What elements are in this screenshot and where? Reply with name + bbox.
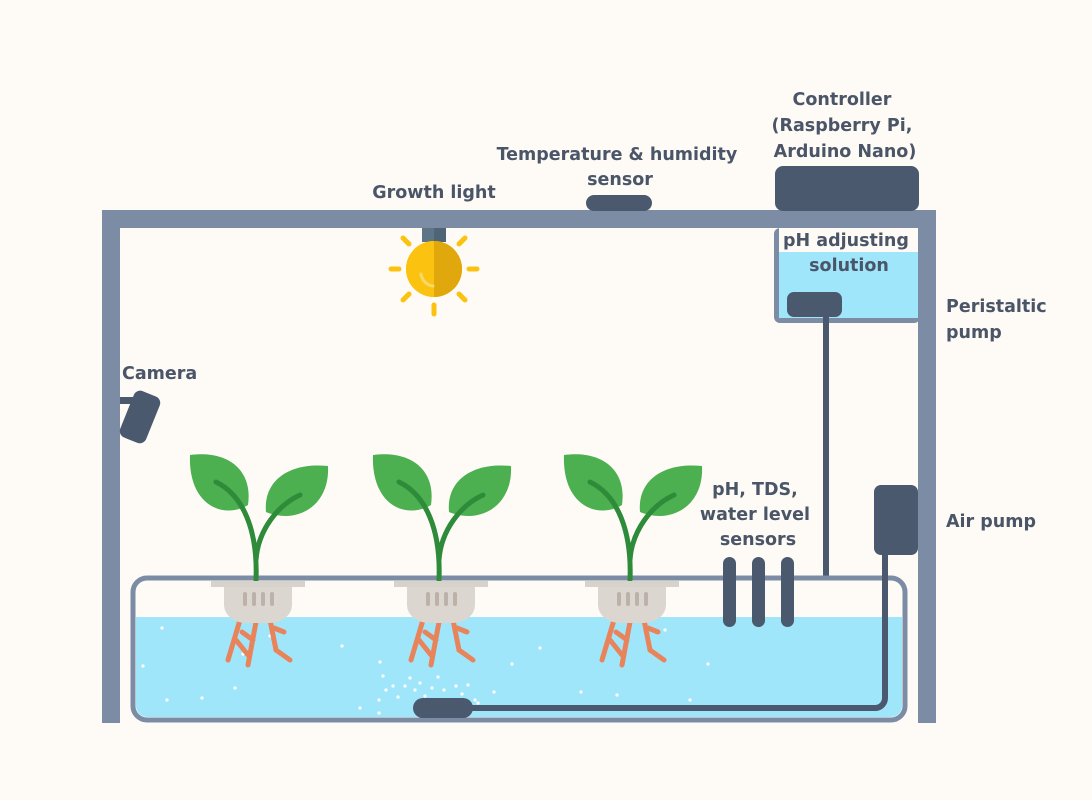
roots (408, 617, 476, 668)
stem (396, 479, 486, 583)
leaf-right (265, 465, 329, 516)
water-reservoir (130, 575, 908, 723)
camera-label: Camera (122, 364, 197, 384)
ph-solution-label: pH adjusting solution (783, 231, 915, 276)
peristaltic-tube (823, 315, 829, 633)
air-stone (413, 698, 473, 718)
plants (189, 454, 703, 668)
nutrient-water (136, 617, 902, 717)
sensor-probe-ph (723, 557, 736, 627)
frame-right (918, 210, 936, 723)
air-bubbles (141, 626, 710, 715)
plant-2 (372, 454, 512, 668)
leaf-right (639, 465, 703, 516)
net-pot (394, 581, 488, 623)
sensor-probe-water-level (781, 557, 794, 627)
temp-humidity-label: Temperature & humidity sensor (497, 145, 744, 190)
camera-icon (119, 390, 161, 444)
controller-box (775, 166, 919, 211)
temperature-humidity-sensor (586, 195, 652, 211)
plant-1 (189, 454, 329, 668)
controller-label: Controller (Raspberry Pi, Arduino Nano) (772, 90, 919, 162)
enclosure-frame (102, 210, 936, 723)
growth-light-label: Growth light (372, 183, 495, 203)
stem (587, 479, 677, 583)
light-bulb-icon (388, 228, 480, 317)
leaf-right (448, 465, 512, 516)
roots (599, 617, 667, 668)
peristaltic-pump (787, 292, 842, 317)
net-pot (585, 581, 679, 623)
plant-3 (563, 454, 703, 668)
frame-top (102, 210, 936, 228)
roots (225, 617, 293, 668)
frame-left (102, 210, 120, 723)
stem (213, 479, 303, 583)
air-tube (470, 548, 888, 711)
air-pump (874, 485, 918, 555)
sensor-probe-tds (752, 557, 765, 627)
air-pump-label: Air pump (946, 512, 1036, 532)
net-pot (211, 581, 305, 623)
peristaltic-pump-label: Peristaltic pump (946, 297, 1053, 343)
sensor-probes (723, 557, 794, 627)
sensors-label: pH, TDS, water level sensors (700, 480, 816, 550)
